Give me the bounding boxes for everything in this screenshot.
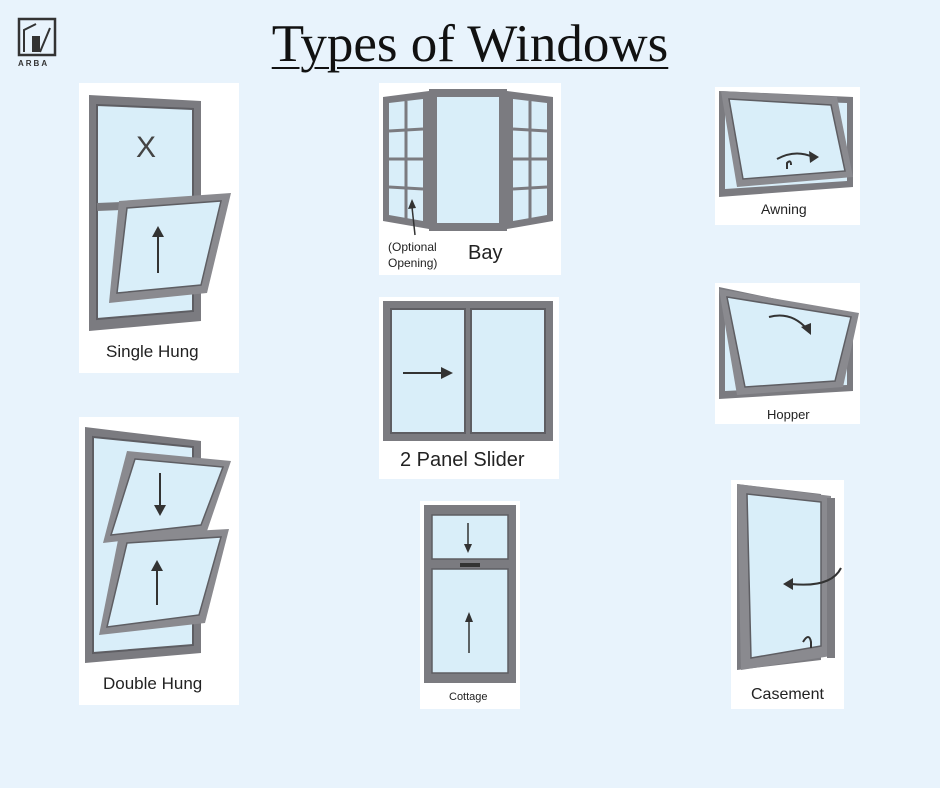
card-bay: (Optional Opening) Bay (379, 83, 561, 275)
card-2-panel-slider: 2 Panel Slider (379, 297, 559, 479)
logo-name: ARBA (18, 59, 50, 68)
card-awning: Awning (715, 87, 860, 225)
card-hopper: Hopper (715, 283, 860, 424)
slider-label: 2 Panel Slider (400, 449, 525, 471)
bay-label: Bay (468, 242, 503, 264)
double-hung-window-icon (85, 427, 231, 663)
awning-window-icon (719, 91, 853, 197)
single-hung-window-icon (89, 95, 231, 331)
bay-window-icon (383, 89, 553, 236)
page-title: Types of Windows (271, 15, 669, 73)
casement-window-icon (737, 484, 842, 670)
bay-note-line1: (Optional (388, 240, 437, 254)
hopper-window-icon (719, 287, 859, 399)
cottage-label: Cottage (449, 691, 488, 703)
slider-window-icon (383, 301, 553, 441)
card-casement: Casement (731, 480, 844, 709)
card-single-hung: X Single Hung (79, 83, 239, 373)
card-cottage: Cottage (420, 501, 520, 709)
double-hung-label: Double Hung (103, 674, 203, 693)
awning-label: Awning (761, 201, 807, 217)
hopper-label: Hopper (767, 407, 810, 422)
arba-logo-icon (17, 17, 57, 57)
single-hung-label: Single Hung (106, 342, 199, 361)
cottage-window-icon (424, 505, 516, 683)
bay-note-line2: Opening) (388, 256, 438, 270)
card-double-hung: Double Hung (79, 417, 239, 705)
single-hung-fixed-mark: X (136, 131, 157, 164)
casement-label: Casement (751, 686, 824, 703)
